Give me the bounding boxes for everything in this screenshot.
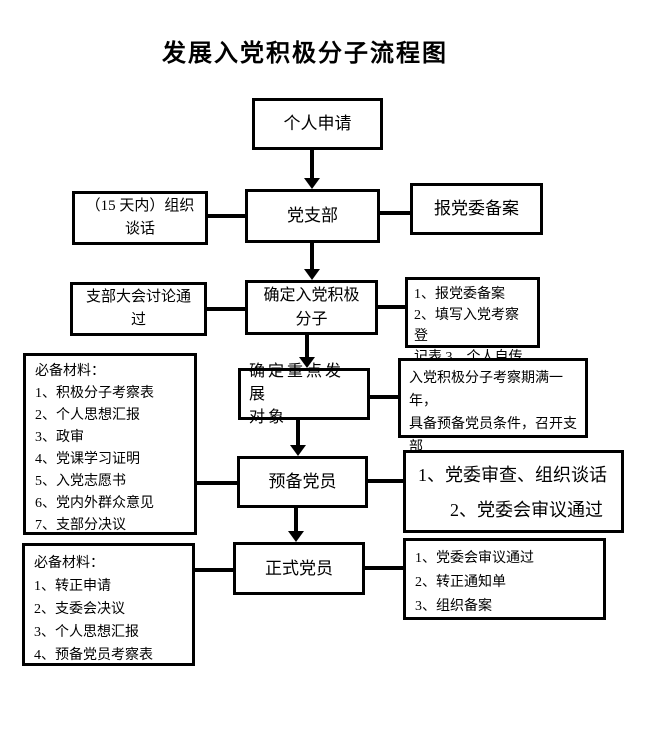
arrow-line-4 xyxy=(296,420,300,446)
note-materials-full: 必备材料： 1、转正申请 2、支委会决议 3、个人思想汇报 4、预备党员考察表 xyxy=(22,543,195,666)
connector-keytarget-note xyxy=(370,395,398,399)
arrow-head-4 xyxy=(290,445,306,456)
probationary-step-2: 2、党委会审议通过 xyxy=(450,499,603,520)
connector-branch-report xyxy=(380,211,410,215)
page-title: 发展入党积极分子流程图 xyxy=(162,40,448,67)
connector-activist-notes xyxy=(378,305,405,309)
connector-fullmember-steps xyxy=(365,566,403,570)
connector-probationary-steps xyxy=(368,479,403,483)
arrow-head-2 xyxy=(304,269,320,280)
arrow-line-5 xyxy=(294,508,298,532)
arrow-line-2 xyxy=(310,243,314,270)
arrow-head-5 xyxy=(288,531,304,542)
node-confirm-key-target: 确定重点发展 对象 xyxy=(238,363,370,426)
note-activist-steps: 1、报党委备案 2、填写入党考察登 记表 3、个人自传 xyxy=(405,277,540,365)
arrow-head-3 xyxy=(299,357,315,368)
node-report-committee: 报党委备案 xyxy=(410,183,543,235)
node-personal-application: 个人申请 xyxy=(252,98,383,150)
node-org-talk: （15 天内）组织 谈话 xyxy=(72,191,208,245)
note-key-target: 入党积极分子考察期满一年， 具备预备党员条件，召开支部 大会。 xyxy=(398,358,588,478)
note-full-member-steps: 1、党委会审议通过 2、转正通知单 3、组织备案 xyxy=(403,538,606,620)
node-branch-meeting: 支部大会讨论通 过 xyxy=(70,282,207,336)
connector-meeting-activist xyxy=(207,307,245,311)
note-probationary-steps: 1、党委审查、组织谈话 2、党委会审议通过 xyxy=(403,450,624,533)
arrow-line-3 xyxy=(305,335,309,358)
node-confirm-activist: 确定入党积极 分子 xyxy=(245,280,378,335)
connector-materials-probationary xyxy=(197,481,237,485)
connector-orgtalk-branch xyxy=(208,214,245,218)
arrow-head-1 xyxy=(304,178,320,189)
node-full-member: 正式党员 xyxy=(233,542,365,595)
node-party-branch: 党支部 xyxy=(245,189,380,243)
arrow-line-1 xyxy=(310,150,314,179)
connector-materials-full xyxy=(195,568,233,572)
node-probationary-member: 预备党员 xyxy=(237,456,368,508)
note-materials-probationary: 必备材料： 1、积极分子考察表 2、个人思想汇报 3、政审 4、党课学习证明 5… xyxy=(23,353,197,535)
probationary-step-1: 1、党委审查、组织谈话 xyxy=(418,465,607,486)
